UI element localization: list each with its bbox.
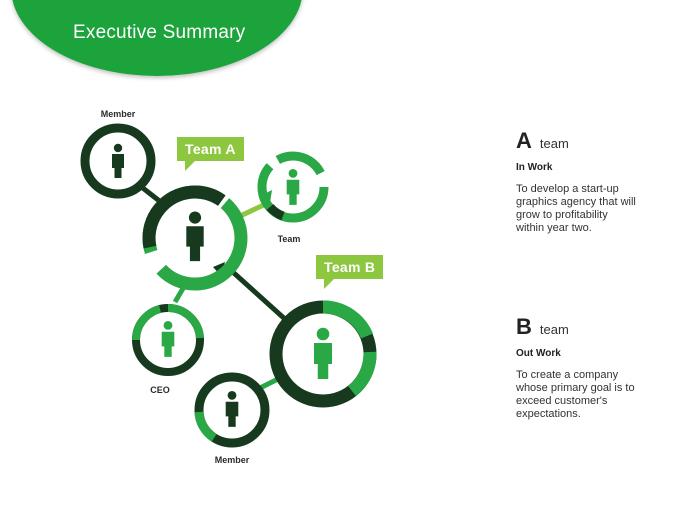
- page-title: Executive Summary: [73, 22, 246, 43]
- label-member-bottom: Member: [214, 455, 250, 465]
- node-team-b: [269, 300, 377, 408]
- header-banner: [0, 0, 680, 90]
- callout-team-b: Team B: [316, 255, 384, 289]
- header-ellipse: [12, 0, 302, 76]
- node-member-top: [80, 123, 156, 199]
- info-a-letter: A: [516, 128, 532, 153]
- info-panel-b: B team Out Work To create a company whos…: [516, 314, 636, 421]
- info-a-word: team: [539, 136, 569, 151]
- info-b-letter: B: [516, 314, 532, 339]
- info-b-subhead: Out Work: [516, 348, 561, 359]
- node-ceo: [132, 303, 204, 376]
- callout-team-a: Team A: [177, 137, 244, 171]
- connector-teamA-teamB: [223, 263, 288, 322]
- label-team: Team: [277, 234, 301, 244]
- node-member-bottom: [194, 372, 270, 448]
- node-team-right: [257, 151, 329, 223]
- info-panel-a: A team In Work To develop a start-up gra…: [516, 128, 636, 235]
- info-a-description: To develop a start-up graphics agency th…: [516, 183, 636, 234]
- label-ceo: CEO: [150, 385, 170, 395]
- node-team-a: [142, 185, 248, 291]
- info-a-subhead: In Work: [516, 162, 553, 173]
- info-b-word: team: [539, 322, 569, 337]
- info-b-description: To create a company whose primary goal i…: [516, 369, 635, 420]
- label-member-top: Member: [100, 109, 136, 119]
